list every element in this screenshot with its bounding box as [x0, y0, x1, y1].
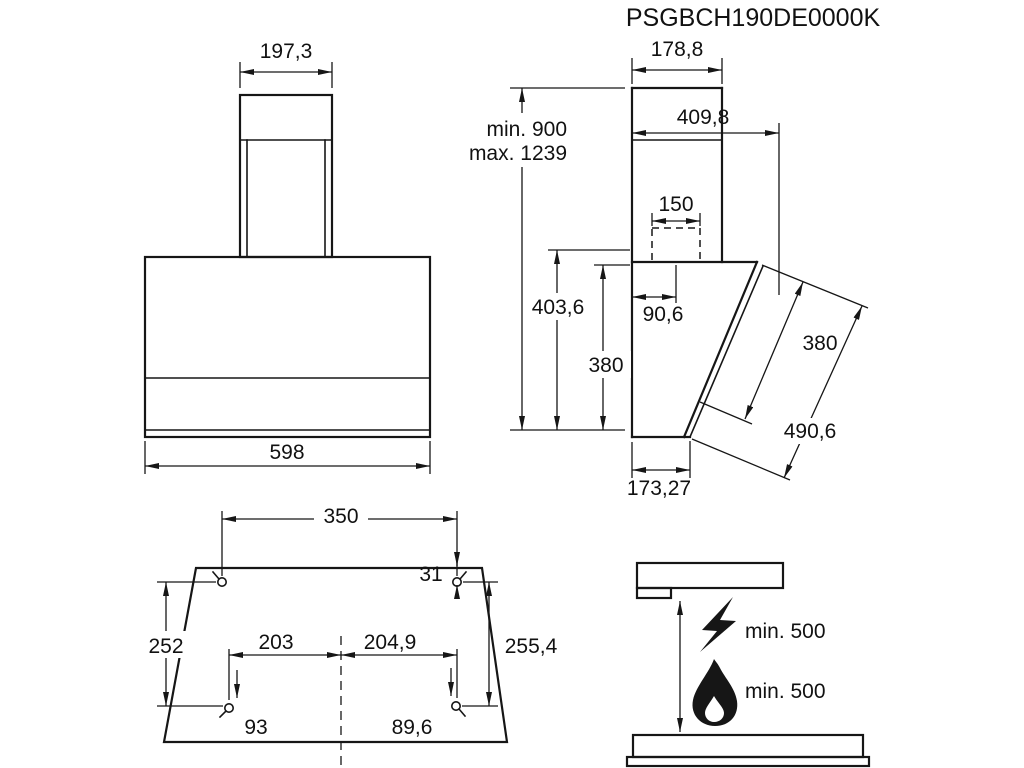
flame-icon — [692, 659, 738, 726]
duct-dashed-outline — [651, 227, 701, 263]
text-mask — [314, 501, 368, 528]
dim-front-height: 380 — [588, 354, 623, 377]
counter-outline — [625, 755, 871, 768]
hood-lip-outline — [635, 586, 673, 600]
cooktop-outline — [631, 733, 865, 759]
dim-height-min: min. 900 — [486, 118, 567, 141]
dim-inner-height: 403,6 — [532, 296, 585, 319]
text-mask — [140, 631, 192, 658]
dim-glass-length: 380 — [802, 332, 837, 355]
dim-bottom-hole-left: 203 — [258, 631, 293, 654]
text-mask — [769, 418, 851, 444]
mounting-hole — [450, 700, 467, 718]
lightning-icon — [700, 597, 736, 652]
dim-line — [783, 305, 863, 479]
dim-chimney-depth: 178,8 — [651, 38, 704, 61]
mounting-template-view: 350 31 252 203 204,9 255,4 93 89,6 — [140, 501, 558, 766]
dim-duct-width: 150 — [658, 193, 693, 216]
dim-glass-diagonal: 490,6 — [784, 420, 837, 443]
text-mask — [581, 351, 631, 378]
mounting-hole — [451, 570, 468, 587]
front-view: 197,3 598 — [143, 40, 432, 474]
dim-line — [744, 281, 804, 420]
text-mask — [636, 303, 692, 327]
dim-right-height: 255,4 — [505, 635, 558, 658]
dim-electric-clearance: min. 500 — [745, 620, 826, 643]
dim-duct-offset: 90,6 — [643, 303, 684, 326]
dim-top-hole-spacing: 350 — [323, 505, 358, 528]
dim-left-height: 252 — [148, 635, 183, 658]
ext-line — [761, 264, 869, 309]
ext-line — [691, 438, 791, 481]
mounting-hole — [218, 702, 235, 719]
text-mask — [438, 113, 574, 167]
product-code: PSGBCH190DE0000K — [626, 4, 881, 32]
dim-bottom-depth: 173,27 — [627, 477, 691, 500]
text-mask — [523, 293, 593, 320]
dim-body-width: 598 — [269, 441, 304, 464]
dim-bottom-offset-right: 89,6 — [392, 716, 433, 739]
glass-outer-line — [682, 260, 759, 439]
clearance-view: min. 500 min. 500 — [625, 561, 871, 768]
hood-body-outline — [143, 255, 432, 439]
dim-chimney-width: 197,3 — [260, 40, 313, 63]
glass-inner-line — [688, 264, 765, 439]
dim-gas-clearance: min. 500 — [745, 680, 826, 703]
dim-bottom-offset-left: 93 — [244, 716, 267, 739]
template-outline — [162, 566, 509, 744]
mounting-hole — [211, 570, 228, 587]
side-view: 178,8 min. 900 max. 1239 409,8 150 90,6 … — [438, 38, 869, 500]
hood-bottom-outline — [635, 561, 785, 590]
dim-bottom-hole-right: 204,9 — [364, 631, 417, 654]
dim-top-hole-edge-offset: 31 — [419, 563, 442, 586]
ext-line — [699, 401, 753, 425]
dim-height-max: max. 1239 — [469, 142, 567, 165]
chimney-outline — [238, 93, 334, 259]
dim-total-depth: 409,8 — [677, 106, 730, 129]
